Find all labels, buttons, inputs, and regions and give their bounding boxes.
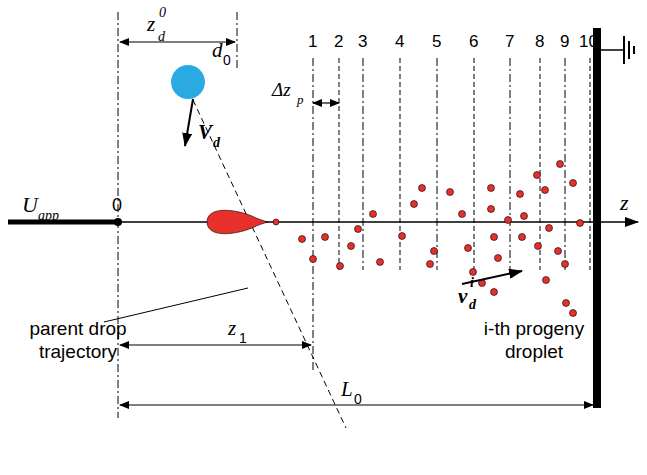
progeny-droplet: [310, 256, 317, 263]
progeny-droplet: [488, 206, 495, 213]
subscript: 0: [354, 392, 362, 406]
voltage-symbol: U: [22, 194, 38, 216]
section-number: 10: [579, 33, 598, 50]
section-line: [590, 58, 591, 270]
progeny-droplet: [557, 161, 564, 168]
progeny-droplet: [519, 234, 526, 241]
section-line: [437, 58, 438, 270]
superscript: i: [470, 276, 474, 290]
section-number: 1: [308, 33, 317, 50]
section-line: [540, 58, 541, 270]
progeny-droplet: [543, 277, 550, 284]
origin-label: 0: [112, 196, 122, 214]
progeny-droplet: [517, 191, 524, 198]
progeny-droplet: [399, 233, 406, 240]
progeny-droplet: [562, 261, 569, 268]
progeny-droplet: [431, 248, 438, 255]
progeny-droplet: [348, 243, 355, 250]
progeny-droplet: [322, 234, 329, 241]
progeny-droplet: [521, 213, 528, 220]
section-number: 5: [432, 33, 441, 50]
progeny-droplet: [488, 185, 495, 192]
progeny-droplet: [570, 180, 577, 187]
superscript: 0: [159, 6, 166, 20]
progeny-droplet: [505, 217, 512, 224]
progeny-droplet: [299, 236, 306, 243]
section-line: [510, 58, 511, 270]
progeny-droplet: [370, 211, 377, 218]
progeny-droplet: [577, 220, 584, 227]
progeny-droplet: [465, 245, 472, 252]
dimension-symbol: z: [228, 318, 236, 339]
progeny-droplet: [377, 259, 384, 266]
subscript: app: [38, 209, 59, 223]
subscript: d: [213, 136, 220, 150]
progeny-droplet: [419, 185, 426, 192]
progeny-droplet: [411, 201, 418, 208]
progeny-droplet: [459, 211, 466, 218]
section-line: [474, 58, 475, 270]
section-line: [339, 58, 340, 270]
section-number: 2: [334, 33, 343, 50]
section-number: 7: [505, 33, 514, 50]
callout-text: parent drop trajectory: [8, 318, 148, 364]
subscript: p: [297, 93, 304, 106]
section-number: 6: [469, 33, 478, 50]
progeny-droplet: [570, 310, 577, 317]
progeny-droplet: [535, 243, 542, 250]
velocity-symbol: V: [198, 122, 212, 143]
section-number: 8: [535, 33, 544, 50]
subscript: 1: [239, 331, 247, 345]
progeny-droplet: [491, 234, 498, 241]
progeny-droplet: [491, 289, 498, 296]
dimension-symbol: z: [147, 14, 155, 35]
section-number: 9: [560, 33, 569, 50]
progeny-droplet: [470, 269, 477, 276]
section-line: [363, 58, 364, 270]
progeny-droplet: [534, 172, 541, 179]
axis-label: z: [620, 192, 629, 214]
progeny-droplet: [546, 225, 553, 232]
progeny-droplet: [563, 300, 570, 307]
subscript: d: [158, 30, 165, 44]
progeny-droplet: [273, 219, 279, 225]
progeny-droplet: [427, 261, 434, 268]
dimension-symbol: L: [341, 379, 353, 400]
progeny-droplet: [447, 189, 454, 196]
section-number: 4: [395, 33, 404, 50]
progeny-droplet: [337, 263, 344, 270]
progeny-droplet: [355, 226, 362, 233]
diameter-symbol: d: [212, 40, 223, 61]
subscript: 0: [223, 53, 231, 67]
section-line: [565, 58, 566, 270]
callout-text: i-th progeny droplet: [464, 318, 604, 364]
progeny-droplet: [555, 248, 562, 255]
progeny-droplet: [542, 187, 549, 194]
velocity-symbol: v: [458, 286, 467, 307]
progeny-droplet: [495, 255, 502, 262]
subscript: d: [469, 298, 476, 312]
dimension-symbol: Δz: [272, 80, 291, 99]
section-number: 3: [358, 33, 367, 50]
